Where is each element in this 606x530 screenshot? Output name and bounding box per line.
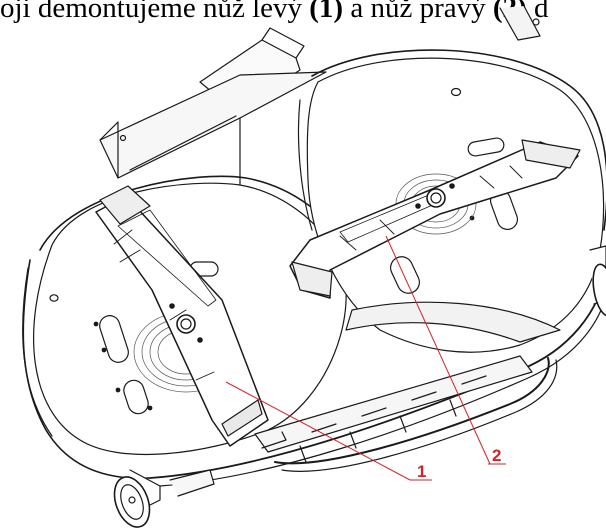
callout-1-label: 1 [417, 462, 426, 481]
deck-front-rim [149, 269, 606, 487]
instruction-text-part: d [526, 0, 549, 24]
callout-2: 2 [385, 235, 506, 465]
left-blade [95, 185, 269, 447]
callout-2-leader [385, 235, 491, 465]
callout-1: 1 [225, 381, 432, 481]
front-right-wheel [589, 245, 606, 317]
instruction-text-part: a nůž pravý [343, 0, 493, 24]
callout-1-leader [225, 381, 411, 481]
callout-2-label: 2 [492, 446, 501, 465]
right-blade [289, 139, 581, 299]
instruction-text-part: oji demontujeme nůž levý [0, 0, 310, 24]
blade-1-reference: (1) [309, 0, 344, 24]
front-left-wheel [113, 469, 215, 528]
instruction-text: oji demontujeme nůž levý (1) a nůž pravý… [0, 0, 606, 28]
